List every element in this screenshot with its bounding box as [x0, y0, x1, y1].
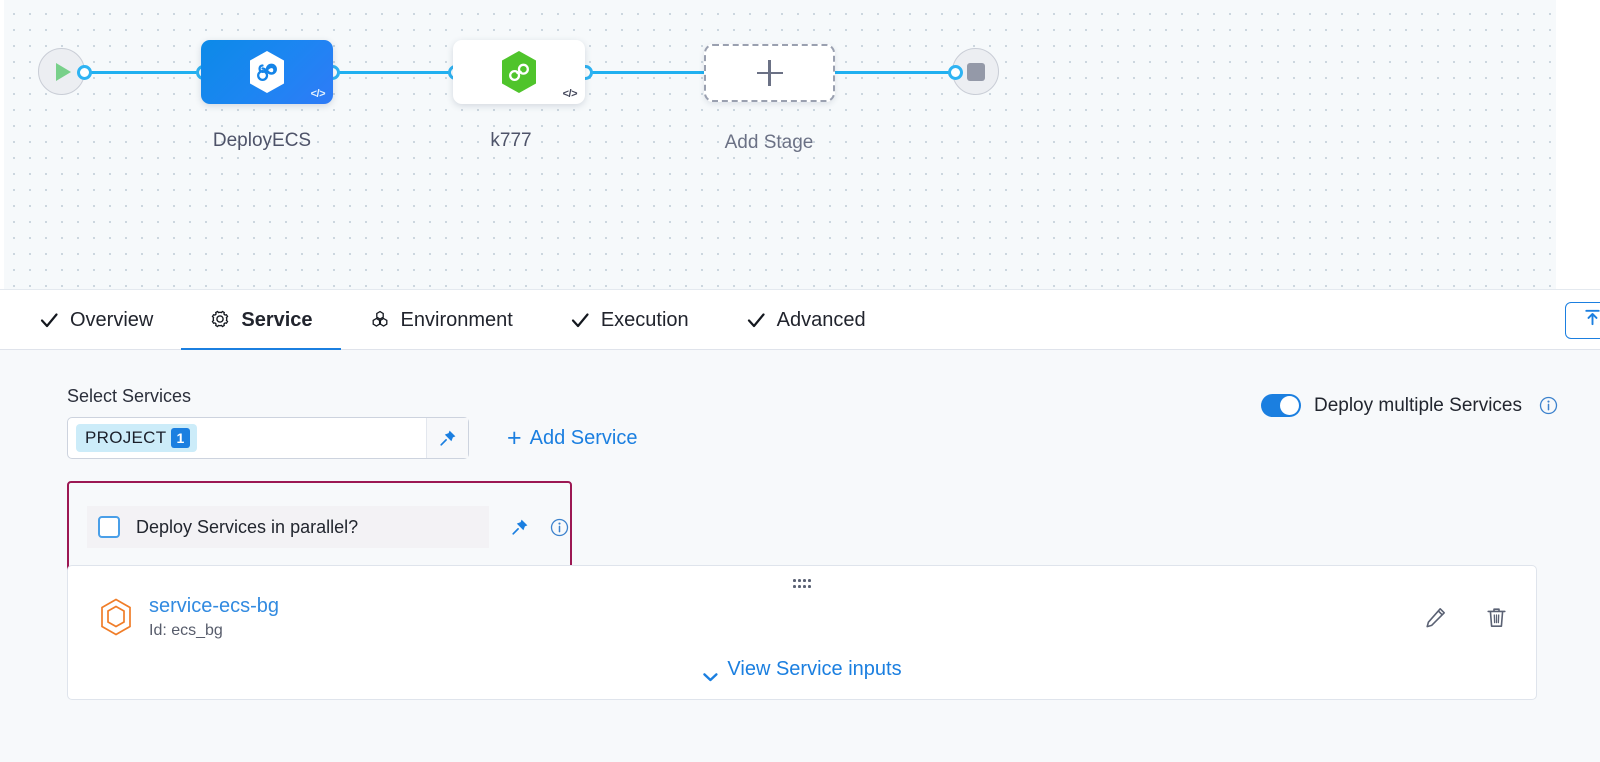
chevron-down-icon: [702, 665, 718, 681]
edge-deployecs-to-k777: [330, 71, 458, 74]
stage-config-tabbar: Overview Service Environment Execution: [0, 290, 1600, 351]
info-icon[interactable]: [1539, 396, 1558, 415]
edge-start-to-deployecs: [84, 71, 206, 74]
add-service-button[interactable]: + Add Service: [507, 423, 638, 452]
selected-service-tag-label: PROJECT: [85, 428, 167, 447]
deploy-parallel-field[interactable]: Deploy Services in parallel?: [87, 506, 489, 548]
tab-label-environment: Environment: [400, 308, 513, 331]
play-icon: [56, 62, 71, 81]
service-name-link[interactable]: service-ecs-bg: [149, 595, 280, 617]
stage-label-k777: k777: [490, 130, 532, 151]
stage-node-deployecs[interactable]: </>: [201, 40, 333, 104]
tab-execution[interactable]: Execution: [541, 290, 717, 350]
select-services-label: Select Services: [67, 386, 192, 406]
code-tag-icon: </>: [562, 88, 578, 100]
pin-icon: [439, 429, 457, 447]
pipeline-canvas[interactable]: </> DeployECS </> k777 Add Stage: [0, 0, 1600, 290]
toggle-knob: [1279, 396, 1299, 415]
services-multiselect[interactable]: PROJECT 1: [67, 417, 469, 459]
add-service-label: Add Service: [529, 426, 638, 449]
code-tag-icon: </>: [310, 88, 326, 100]
add-stage-label: Add Stage: [724, 132, 814, 153]
upload-icon: [1582, 307, 1600, 334]
deploy-parallel-highlight-box: Deploy Services in parallel?: [67, 481, 572, 573]
service-card-main: service-ecs-bg Id: ecs_bg: [97, 594, 279, 640]
check-icon: [569, 309, 591, 331]
services-pin-button[interactable]: [426, 418, 468, 458]
selected-service-tag[interactable]: PROJECT 1: [76, 423, 197, 453]
tab-service[interactable]: Service: [181, 290, 341, 351]
stop-icon: [966, 62, 985, 81]
deploy-parallel-checkbox[interactable]: [98, 516, 120, 538]
service-id-text: Id: ecs_bg: [149, 622, 223, 639]
service-card[interactable]: service-ecs-bg Id: ecs_bg View Service i…: [67, 565, 1537, 700]
plus-icon: +: [507, 423, 522, 452]
edge-addstage-to-end: [828, 71, 958, 74]
port-start-out[interactable]: [77, 65, 92, 80]
tab-overview[interactable]: Overview: [0, 290, 181, 350]
edge-k777-to-addstage: [580, 71, 710, 74]
port-end-in[interactable]: [948, 65, 963, 80]
deploy-parallel-info-icon[interactable]: [550, 518, 569, 537]
canvas-left-gutter: [0, 0, 4, 289]
services-tag-area[interactable]: PROJECT 1: [68, 423, 426, 453]
tab-label-advanced: Advanced: [776, 308, 866, 331]
check-icon: [38, 309, 60, 331]
plus-icon-vertical: [768, 60, 771, 86]
service-hexagon-icon: [97, 597, 135, 637]
check-icon: [745, 309, 767, 331]
deploy-multiple-services-row: Deploy multiple Services: [1260, 394, 1558, 417]
save-button[interactable]: S: [1565, 302, 1600, 339]
drag-dots-icon[interactable]: [793, 579, 811, 589]
add-stage-button[interactable]: [704, 44, 835, 102]
trash-icon[interactable]: [1485, 606, 1508, 629]
service-card-actions: [1424, 606, 1508, 629]
service-config-panel: Select Services PROJECT 1: [0, 350, 1600, 762]
hex-cluster-icon: [369, 309, 391, 331]
deploy-parallel-label: Deploy Services in parallel?: [136, 516, 359, 537]
tab-environment[interactable]: Environment: [341, 290, 541, 350]
tab-label-overview: Overview: [70, 308, 154, 331]
selected-service-count-badge: 1: [171, 427, 190, 449]
deploy-multiple-services-label: Deploy multiple Services: [1313, 394, 1522, 416]
canvas-right-gutter: [1556, 0, 1600, 289]
stage-node-k777[interactable]: </>: [453, 40, 585, 104]
select-services-row: PROJECT 1 + Add Service: [67, 417, 1600, 459]
view-service-inputs-button[interactable]: View Service inputs: [702, 658, 902, 681]
deploy-multiple-services-toggle[interactable]: [1260, 394, 1301, 417]
tab-label-execution: Execution: [600, 308, 689, 331]
view-service-inputs-label: View Service inputs: [727, 658, 902, 680]
gear-icon: [209, 309, 231, 331]
tab-advanced[interactable]: Advanced: [717, 290, 894, 350]
pencil-icon[interactable]: [1424, 606, 1447, 629]
harness-hexagon-icon: [498, 49, 540, 95]
tab-label-service: Service: [241, 308, 313, 331]
stage-label-deployecs: DeployECS: [212, 130, 312, 151]
deploy-parallel-pin-button[interactable]: [511, 518, 529, 536]
harness-hexagon-icon: [246, 49, 288, 95]
